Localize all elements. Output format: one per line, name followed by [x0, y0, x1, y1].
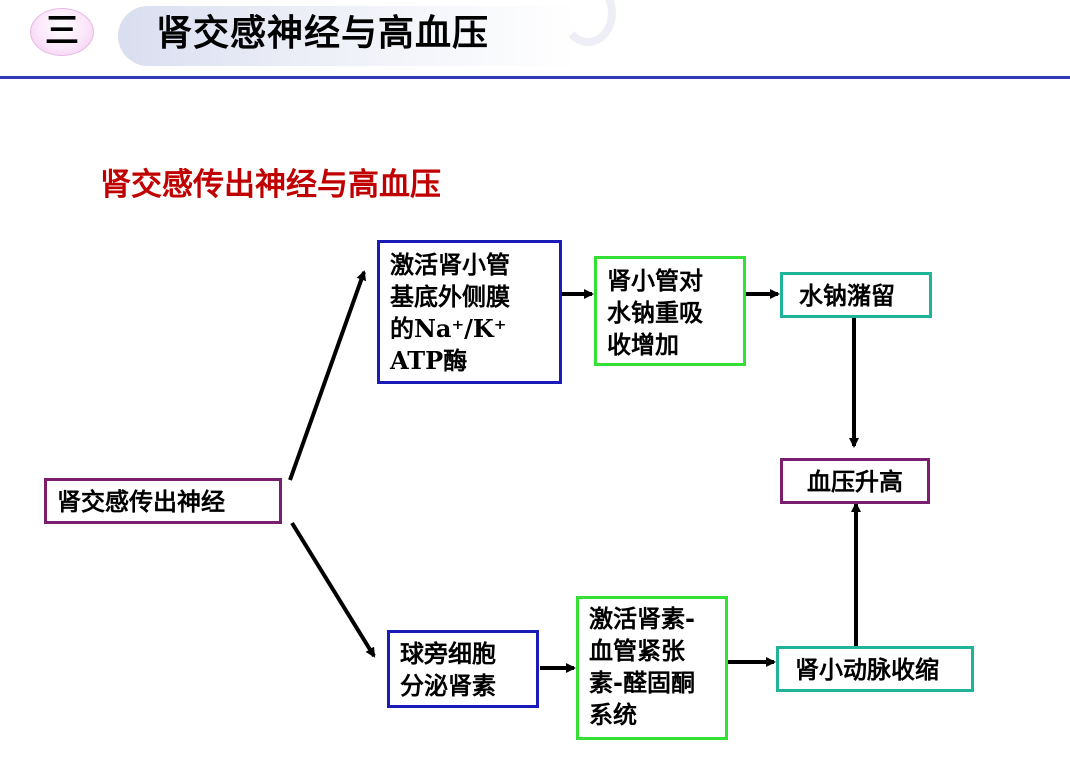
- node-line: 肾小管对: [607, 267, 703, 295]
- node-tubular-reabsorption: 肾小管对 水钠重吸 收增加: [594, 256, 746, 366]
- node-water-sodium-retention: 水钠潴留: [780, 272, 932, 318]
- node-line: 水钠重吸: [607, 299, 703, 327]
- node-line: 球旁细胞: [400, 640, 496, 668]
- node-line: 激活肾素-: [589, 605, 695, 633]
- page-title: 肾交感神经与高血压: [156, 13, 490, 54]
- node-line: 的Na⁺/K⁺: [390, 314, 507, 343]
- node-blood-pressure-rise: 血压升高: [780, 458, 930, 504]
- node-line: 激活肾小管: [390, 251, 510, 279]
- node-renal-arteriole-constriction: 肾小动脉收缩: [776, 646, 974, 692]
- diagram-subtitle: 肾交感传出神经与高血压: [100, 167, 441, 203]
- node-line: 肾小动脉收缩: [795, 656, 939, 684]
- arrow-source-to-atpase: [288, 270, 367, 481]
- header-banner: [118, 6, 578, 66]
- node-renal-sympathetic-efferent: 肾交感传出神经: [44, 478, 282, 524]
- arrow-source-to-renin: [290, 521, 376, 658]
- decorative-arc: [560, 0, 616, 46]
- node-line: 血压升高: [807, 468, 903, 496]
- node-line: 系统: [589, 701, 637, 729]
- node-raas-activation: 激活肾素- 血管紧张 素-醛固酮 系统: [576, 596, 728, 740]
- node-line: 收增加: [607, 331, 679, 359]
- node-activate-na-k-atpase: 激活肾小管 基底外侧膜 的Na⁺/K⁺ ATP酶: [377, 240, 562, 384]
- header-divider: [0, 76, 1070, 79]
- section-badge: 三: [30, 8, 94, 56]
- node-line: 分泌肾素: [400, 672, 496, 700]
- node-line: 肾交感传出神经: [57, 488, 225, 516]
- node-line: 基底外侧膜: [390, 283, 510, 311]
- node-line: ATP酶: [390, 346, 468, 375]
- node-line: 血管紧张: [589, 637, 685, 665]
- node-line: 水钠潴留: [799, 282, 895, 310]
- node-renin-secretion: 球旁细胞 分泌肾素: [387, 630, 539, 708]
- section-number: 三: [45, 10, 79, 51]
- node-line: 素-醛固酮: [589, 669, 695, 697]
